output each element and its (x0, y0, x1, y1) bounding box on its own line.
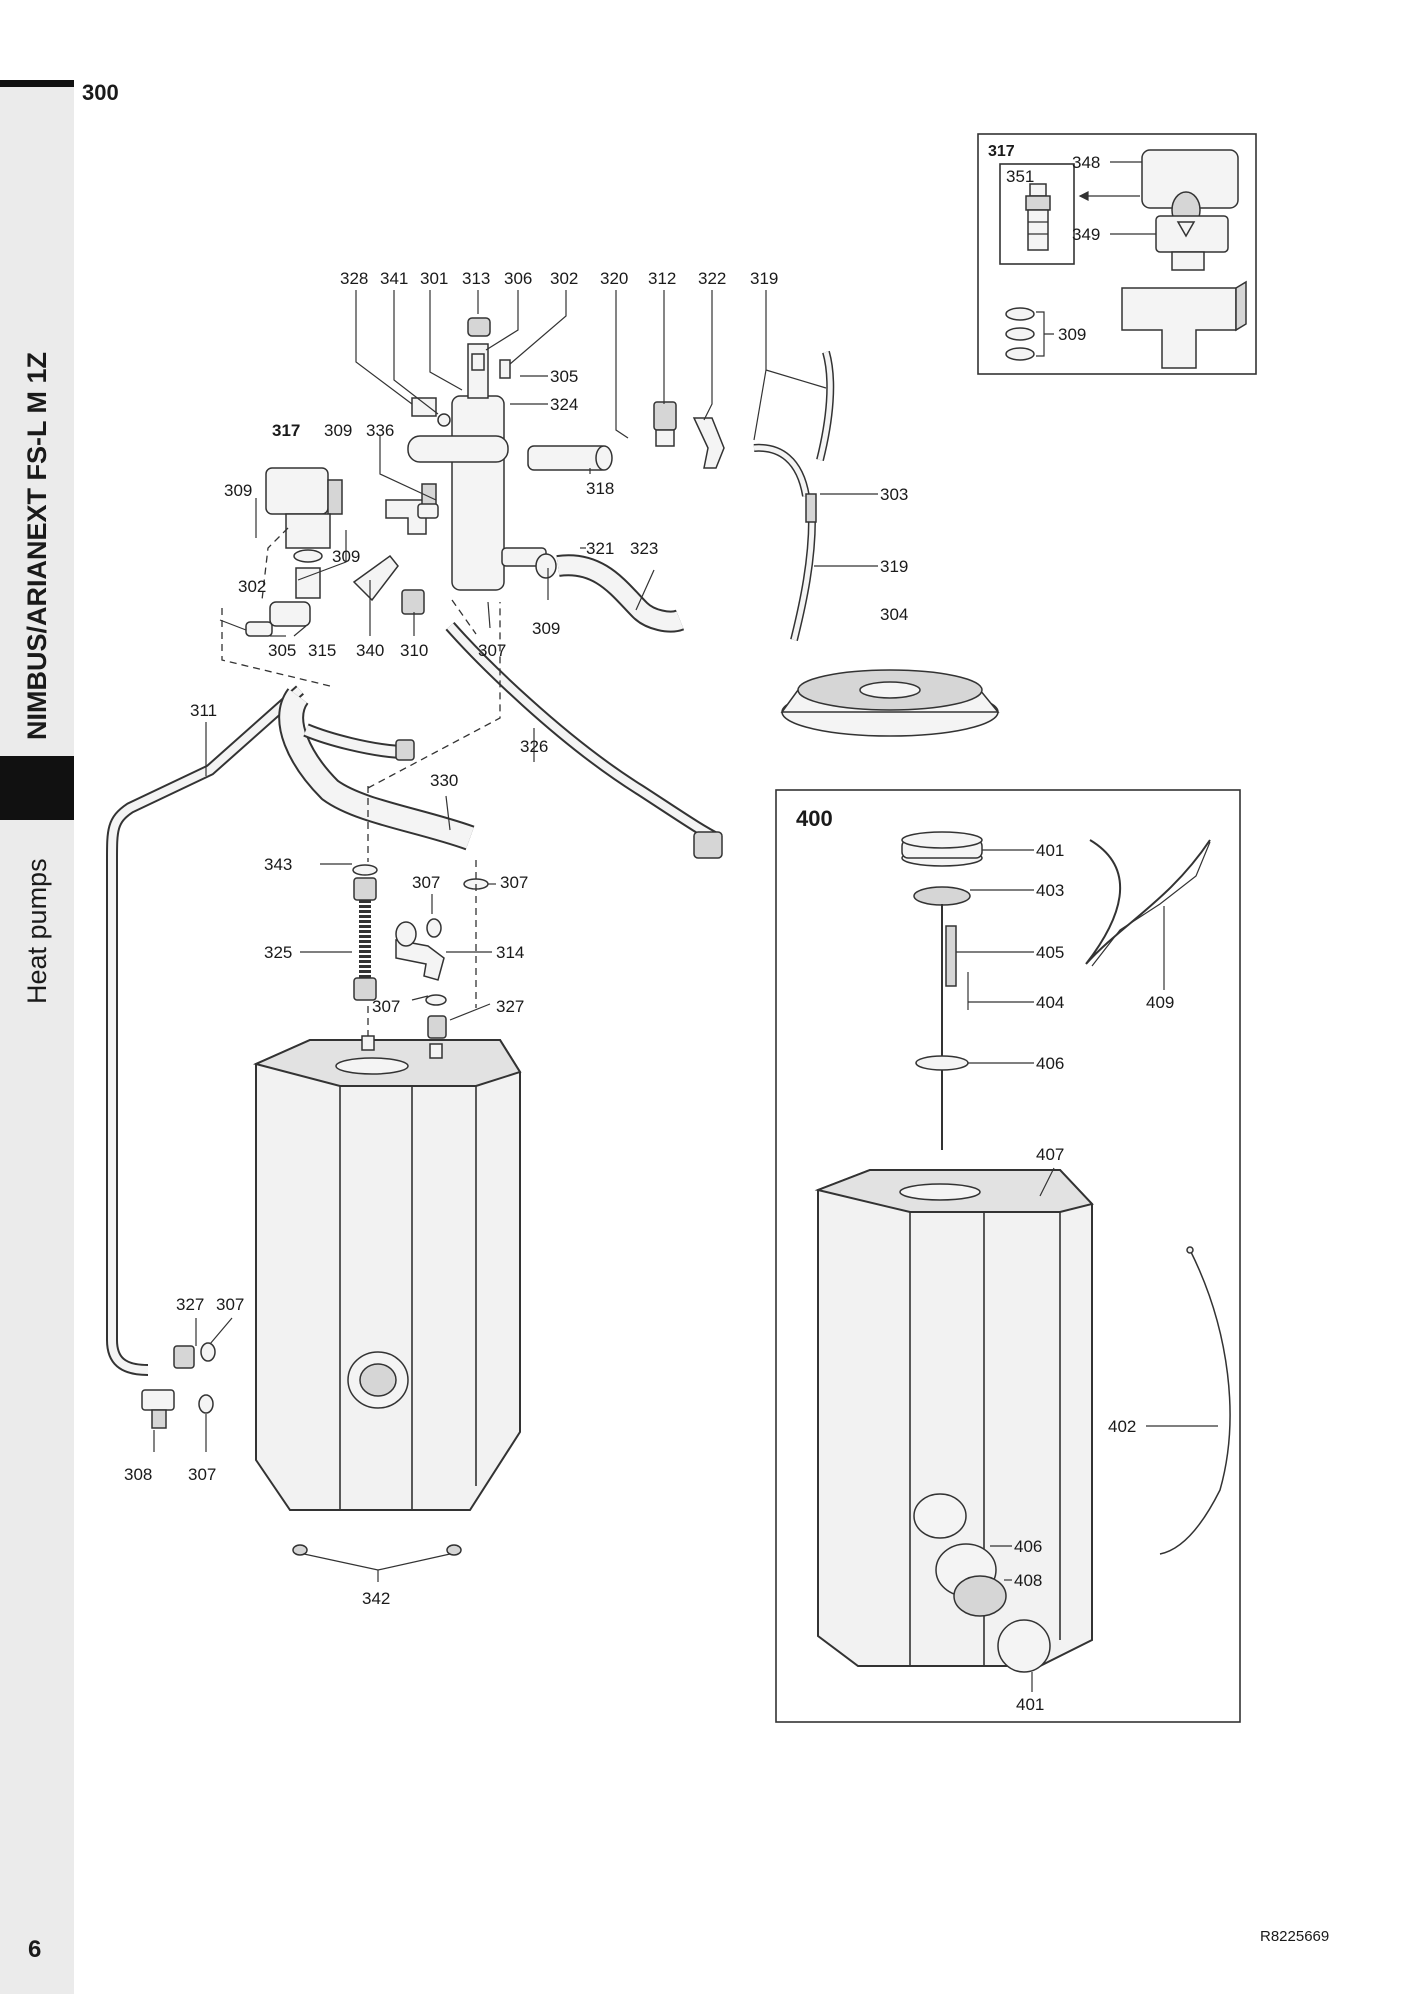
label-407: 407 (1036, 1145, 1064, 1164)
label-323: 323 (630, 539, 658, 558)
o-rings-part (1005, 307, 1035, 361)
label-341: 341 (380, 269, 408, 288)
label-309-right: 309 (532, 619, 560, 638)
label-401: 401 (1036, 841, 1064, 860)
label-305-lower: 305 (268, 641, 296, 660)
label-340: 340 (356, 641, 384, 660)
label-328: 328 (340, 269, 368, 288)
label-403: 403 (1036, 881, 1064, 900)
label-307-top: 307 (478, 641, 506, 660)
box-400: 400 (775, 789, 1241, 1723)
page-number: 6 (28, 1936, 42, 1963)
section-number: 300 (82, 80, 119, 105)
label-351: 351 (1006, 167, 1034, 186)
label-312: 312 (648, 269, 676, 288)
label-301: 301 (420, 269, 448, 288)
label-321: 321 (586, 539, 614, 558)
document-reference: R8225669 (1260, 1928, 1330, 1945)
hydraulic-column-part (451, 395, 505, 591)
label-402: 402 (1108, 1417, 1136, 1436)
label-327-left: 327 (176, 1295, 204, 1314)
label-322: 322 (698, 269, 726, 288)
label-307-lower: 307 (372, 997, 400, 1016)
label-305: 305 (550, 367, 578, 386)
label-304: 304 (880, 605, 908, 624)
label-309-left: 309 (224, 481, 252, 500)
label-349: 349 (1072, 225, 1100, 244)
inset-317-title: 317 (988, 143, 1015, 160)
box-400-frame (775, 789, 1241, 1723)
sidebar-top-bar (0, 80, 74, 87)
label-306: 306 (504, 269, 532, 288)
storage-tank-part (255, 1039, 521, 1511)
label-310: 310 (400, 641, 428, 660)
label-404: 404 (1036, 993, 1064, 1012)
label-317-main: 317 (272, 421, 300, 440)
label-325: 325 (264, 943, 292, 962)
label-319-right: 319 (880, 557, 908, 576)
label-406-lower: 406 (1014, 1537, 1042, 1556)
sidebar-tab-marker (0, 756, 74, 820)
label-408: 408 (1014, 1571, 1042, 1590)
label-409: 409 (1146, 993, 1174, 1012)
label-342: 342 (362, 1589, 390, 1608)
label-308: 308 (124, 1465, 152, 1484)
label-309-inset: 309 (1058, 325, 1086, 344)
label-348: 348 (1072, 153, 1100, 172)
label-330: 330 (430, 771, 458, 790)
label-307-left-bottom: 307 (188, 1465, 216, 1484)
label-302-left: 302 (238, 577, 266, 596)
label-307-mid-right: 307 (500, 873, 528, 892)
label-315: 315 (308, 641, 336, 660)
label-311: 311 (190, 701, 217, 720)
label-318: 318 (586, 479, 614, 498)
label-302: 302 (550, 269, 578, 288)
inset-351-frame (999, 163, 1075, 265)
label-326: 326 (520, 737, 548, 756)
label-307-left-top: 307 (216, 1295, 244, 1314)
cartridge-part (1025, 183, 1051, 251)
label-313: 313 (462, 269, 490, 288)
label-320: 320 (600, 269, 628, 288)
label-319: 319 (750, 269, 778, 288)
label-307-mid-left: 307 (412, 873, 440, 892)
label-405: 405 (1036, 943, 1064, 962)
label-343: 343 (264, 855, 292, 874)
label-303: 303 (880, 485, 908, 504)
box-400-title: 400 (796, 806, 833, 831)
label-324: 324 (550, 395, 578, 414)
label-406: 406 (1036, 1054, 1064, 1073)
label-309-mid: 309 (332, 547, 360, 566)
actuator-part (1141, 149, 1239, 271)
label-309-top: 309 (324, 421, 352, 440)
label-314: 314 (496, 943, 524, 962)
inset-317-frame (977, 133, 1257, 375)
label-336: 336 (366, 421, 394, 440)
sidebar (0, 84, 74, 1994)
main-assembly: 328 341 301 313 306 302 320 312 322 319 … (106, 269, 1000, 1608)
valve-body-part (1121, 280, 1247, 369)
label-401-lower: 401 (1016, 1695, 1044, 1714)
inset-317: 317 (977, 133, 1257, 375)
label-327-right: 327 (496, 997, 524, 1016)
